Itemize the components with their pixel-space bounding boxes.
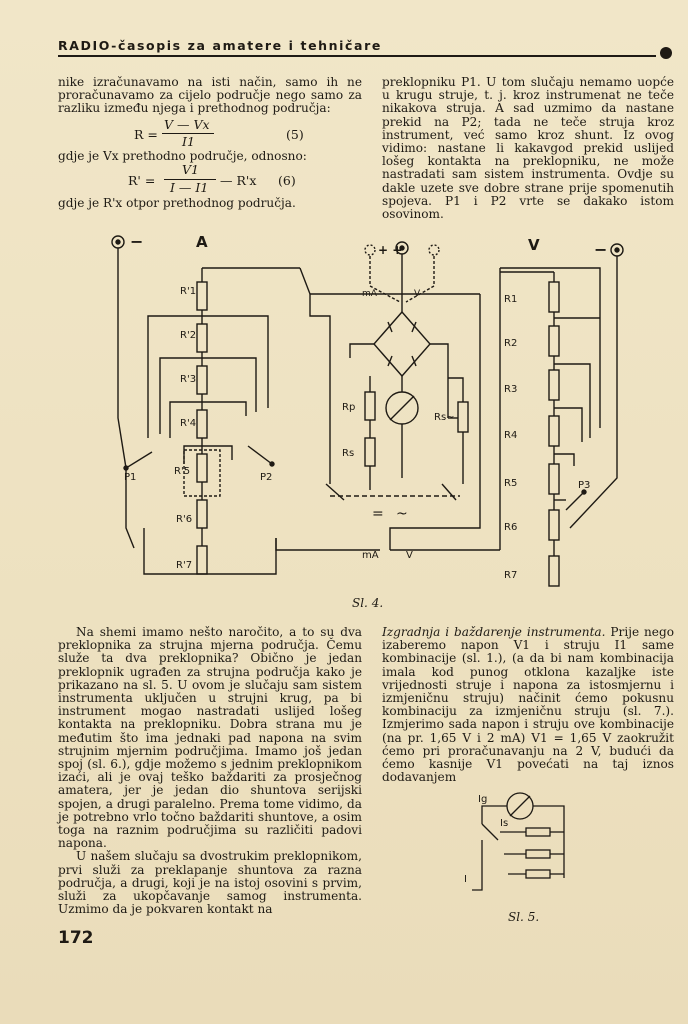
label-Rp: Rp: [342, 402, 355, 413]
equation-5: R = V — Vx I1 (5): [58, 116, 362, 149]
label-R4p: R'4: [180, 418, 196, 429]
label-R6p: R'6: [176, 514, 192, 525]
intro-paragraph: nike izračunavamo na isti način, samo ih…: [58, 75, 362, 116]
eq6-numerator: V1: [182, 161, 199, 177]
section-heading: Izgradnja i baždarenje instrumenta.: [382, 625, 606, 639]
label-R7p: R'7: [176, 560, 192, 571]
right-column-bottom: Izgradnja i baždarenje instrumenta. Prij…: [382, 625, 674, 785]
label-R1p: R'1: [180, 286, 196, 297]
eq5-lhs: R =: [134, 126, 158, 142]
page-number: 172: [58, 928, 94, 948]
calibration-paragraph: Prije nego izaberemo napon V1 i struju I…: [382, 625, 674, 785]
figure-5-schematic: Ig Is I: [464, 792, 565, 891]
terminal-plus-ac-icon: [428, 244, 440, 256]
label-Rs: Rs: [342, 448, 354, 459]
equation-6: R' = V1 I — I1 — R'x (6): [58, 161, 362, 195]
figure-4-schematic: − A V − + + mA V R'1 R'2 R'3 R'4 R'5 R'6…: [111, 232, 624, 587]
where-vx: gdje je Vx prethodno područje, odnosno:: [58, 148, 307, 163]
label-P2: P2: [260, 472, 272, 483]
eq5-fraction-line: [162, 132, 214, 134]
eq5-numerator: V — Vx: [164, 116, 210, 132]
label-V-top: V: [414, 289, 421, 299]
label-V: V: [528, 236, 540, 254]
left-column-bottom: Na shemi imamo nešto naročito, a to su d…: [58, 625, 362, 917]
label-minus-left: −: [130, 232, 143, 251]
double-switch-paragraph: U našem slučaju sa dvostrukim preklopnik…: [58, 849, 362, 917]
label-mA-top: mA: [362, 289, 378, 299]
eq5-denominator: I1: [182, 133, 195, 149]
terminal-plus-dc-icon: [364, 244, 376, 256]
label-R4: R4: [504, 430, 517, 441]
label-A: A: [196, 233, 208, 251]
label-R3p: R'3: [180, 374, 196, 385]
label-R5: R5: [504, 478, 517, 489]
left-column-top: nike izračunavamo na isti način, samo ih…: [58, 75, 362, 210]
label-mA-bottom: mA: [362, 550, 379, 561]
label-R1: R1: [504, 294, 517, 305]
header-title: RADIO-časopis za amatere i tehničare: [58, 38, 382, 53]
running-header: RADIO-časopis za amatere i tehničare: [58, 38, 672, 60]
figure-5-caption: Sl. 5.: [508, 910, 540, 924]
eq6-lhs: R' =: [128, 172, 156, 188]
header-rule: [58, 55, 656, 57]
label-top-plus: + +: [378, 243, 402, 257]
right-column-top: preklopniku P1. U tom slučaju nemamo uop…: [382, 75, 674, 222]
label-I: I: [464, 874, 467, 885]
label-R3: R3: [504, 384, 517, 395]
header-dot-icon: [660, 47, 672, 59]
label-Rs-ac: Rs~: [434, 412, 455, 423]
switch-paragraph: preklopniku P1. U tom slučaju nemamo uop…: [382, 75, 674, 222]
label-R2: R2: [504, 338, 517, 349]
label-P3: P3: [578, 480, 590, 491]
label-V-bottom: V: [406, 550, 413, 561]
eq6-tag: (6): [278, 172, 296, 188]
label-R2p: R'2: [180, 330, 196, 341]
eq6-fraction-line: [164, 178, 216, 180]
label-R6: R6: [504, 522, 517, 533]
label-Ig: Ig: [478, 794, 487, 805]
label-R7: R7: [504, 570, 517, 581]
eq6-denominator: I — I1: [170, 179, 209, 195]
label-minus-right: −: [594, 240, 607, 259]
eq6-tail: — R'x: [220, 172, 257, 188]
label-Is: Is: [500, 818, 508, 829]
label-dc-symbol: =: [372, 506, 384, 522]
where-rx: gdje je R'x otpor prethodnog područja.: [58, 195, 296, 210]
label-ac-symbol: ~: [396, 506, 408, 522]
switch-explanation-paragraph: Na shemi imamo nešto naročito, a to su d…: [58, 625, 362, 851]
label-R5p: R'5: [174, 466, 190, 477]
figure-4-caption: Sl. 4.: [352, 596, 384, 610]
label-P1: P1: [124, 472, 136, 483]
eq5-tag: (5): [286, 126, 304, 142]
